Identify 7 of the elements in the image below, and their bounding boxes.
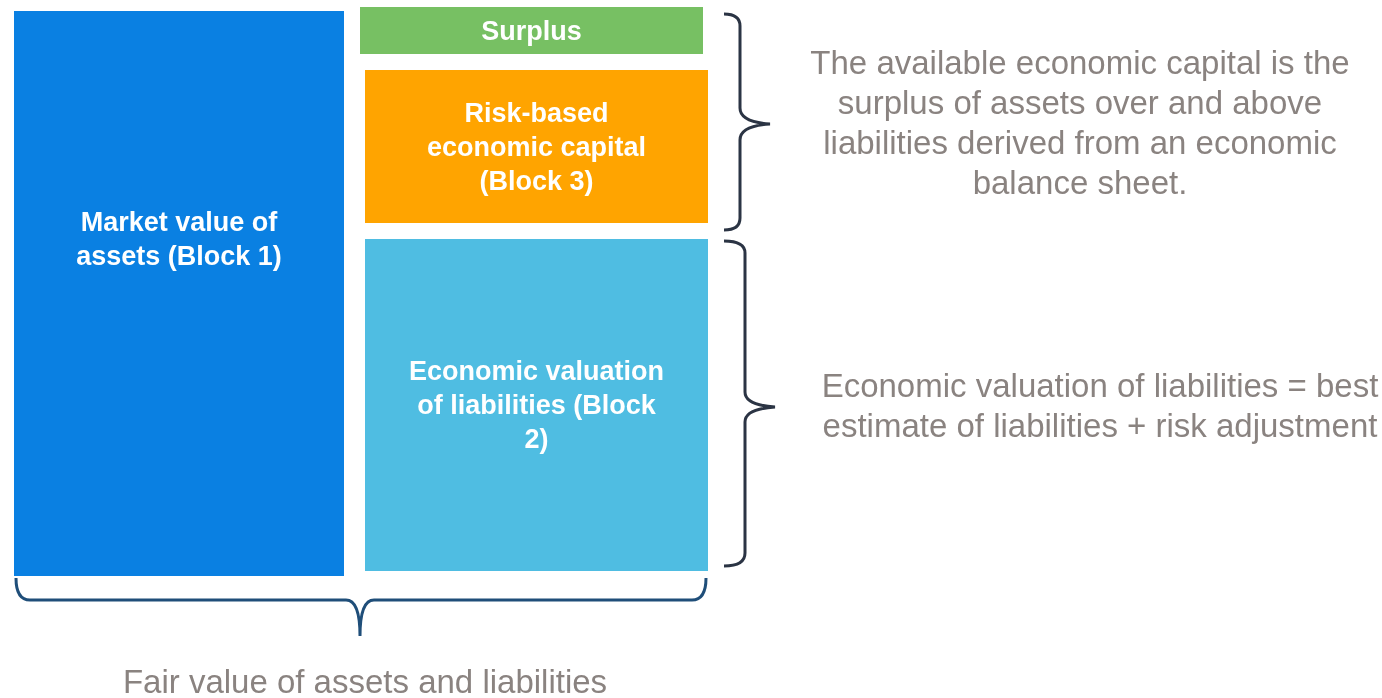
annotation-text: Economic valuation of liabilities = best estimate of liabilities + risk adjustment xyxy=(820,366,1380,446)
value-block: Risk-based economic capital (Block 3) xyxy=(365,70,708,223)
value-block: Surplus xyxy=(360,7,703,54)
annotation-text: The available economic capital is the surplus of assets over and above liabilities derived from an economic balance sheet. xyxy=(809,43,1351,203)
value-block: Economic valuation of liabilities (Block 2) xyxy=(365,239,708,571)
bracket-caption: Fair value of assets and liabilities xyxy=(121,662,609,698)
value-block: Market value of assets (Block 1) xyxy=(14,11,344,576)
